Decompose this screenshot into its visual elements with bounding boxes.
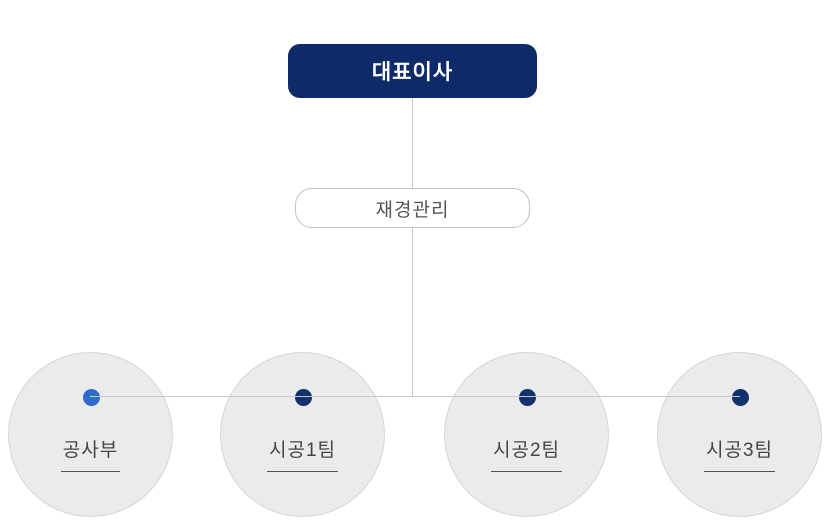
node-dot [731,389,749,406]
org-node-construction-team2: 시공2팀 [444,352,609,517]
org-node-finance: 재경관리 [295,188,530,228]
node-dot [518,389,536,406]
node-label: 시공1팀 [266,435,338,472]
org-node-ceo: 대표이사 [288,44,537,98]
node-label: 시공3팀 [703,435,775,472]
node-label-wrap: 시공3팀 [658,435,821,472]
node-label-wrap: 시공1팀 [221,435,384,472]
node-dot [294,389,312,406]
node-label-wrap: 시공2팀 [445,435,608,472]
node-dot [82,389,100,406]
vertical-connector-line [412,98,413,396]
horizontal-connector-line [90,396,740,397]
node-label-wrap: 공사부 [9,435,172,472]
org-node-construction-dept: 공사부 [8,352,173,517]
node-label: 시공2팀 [490,435,562,472]
org-node-construction-team3: 시공3팀 [657,352,822,517]
org-node-construction-team1: 시공1팀 [220,352,385,517]
node-label: 공사부 [60,435,121,472]
